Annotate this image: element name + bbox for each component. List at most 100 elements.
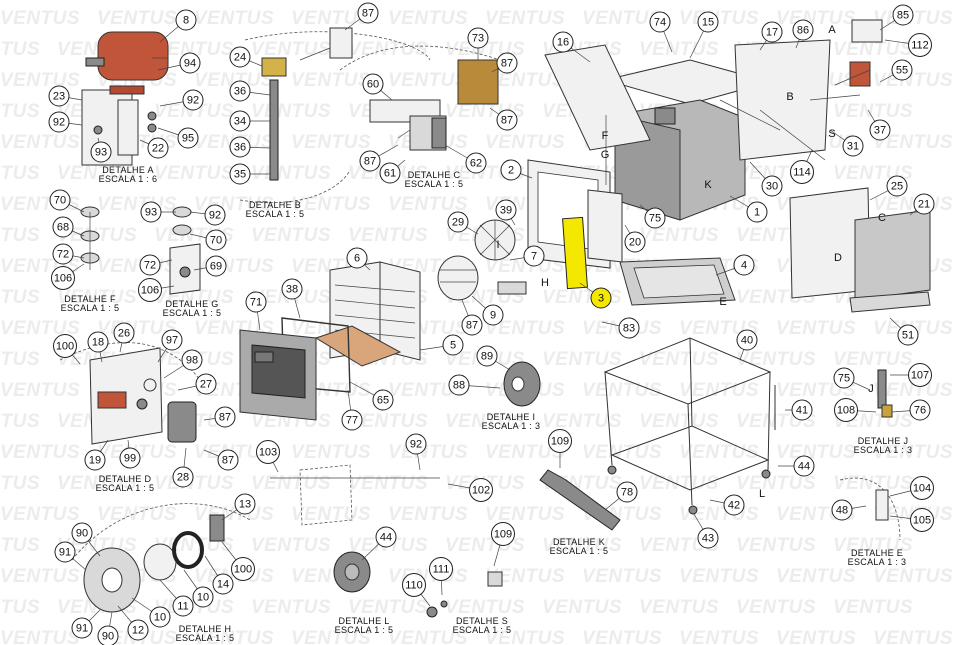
part-number-label: 55 [896, 65, 908, 77]
watermark-text: VENTUS [194, 628, 274, 645]
oven-body-art [527, 19, 931, 313]
part-callout-114: 114 [790, 160, 814, 184]
detail-title-a: DETALHE A [102, 165, 154, 175]
part-number-label: 87 [501, 115, 513, 127]
watermark-text: VENTUS [97, 8, 177, 29]
part-callout-17: 17 [761, 21, 783, 43]
part-callout-23: 23 [48, 85, 70, 107]
detail-f-g-bolts-art [80, 206, 201, 295]
part-number-label: 9 [490, 310, 496, 322]
watermark-text: VENTUS [485, 566, 565, 587]
part-number-label: 20 [629, 237, 641, 249]
part-callout-86: 86 [792, 19, 814, 41]
door-art [239, 329, 317, 421]
part-number-label: 91 [59, 547, 71, 559]
watermark-text: VENTUS [388, 628, 468, 645]
part-callout-62: 62 [465, 152, 487, 174]
watermark-text: VENTUS [542, 535, 622, 556]
letter-marker-e: E [719, 296, 726, 308]
part-callout-40: 40 [736, 329, 758, 351]
part-number-label: 24 [234, 52, 246, 64]
detail-scale-s: ESCALA 1 : 5 [453, 625, 512, 635]
watermark-text: VENTUS [679, 566, 759, 587]
part-number-label: 92 [53, 117, 65, 129]
detail-b-rod-art [239, 27, 431, 204]
watermark-text: VENTUS [445, 597, 525, 618]
watermark-text: VENTUS [833, 39, 913, 60]
part-callout-83: 83 [618, 317, 640, 339]
detail-scale-j: ESCALA 1 : 3 [854, 445, 913, 455]
part-number-label: 112 [911, 40, 929, 52]
watermark-text: VENTUS [776, 318, 856, 339]
watermark-text: VENTUS [348, 411, 428, 432]
watermark-text: VENTUS [873, 628, 953, 645]
watermark-text: VENTUS [542, 597, 622, 618]
part-callout-31: 31 [842, 135, 864, 157]
part-number-label: 15 [702, 17, 714, 29]
part-callout-1: 1 [746, 201, 768, 223]
part-number-label: 10 [197, 592, 209, 604]
part-number-label: 92 [209, 210, 221, 222]
watermark-text: VENTUS [251, 101, 331, 122]
watermark-text: VENTUS [873, 70, 953, 91]
part-number-label: 102 [472, 485, 490, 497]
part-number-label: 72 [144, 260, 156, 272]
part-callout-7: 7 [523, 245, 545, 267]
watermark-text: VENTUS [776, 628, 856, 645]
watermark-text: VENTUS [679, 628, 759, 645]
part-number-label: 87 [362, 8, 374, 20]
detail-title-s: DETALHE S [456, 616, 508, 626]
watermark-text: VENTUS [97, 504, 177, 525]
detail-scale-f: ESCALA 1 : 5 [61, 303, 120, 313]
part-callout-102: 102 [469, 478, 493, 502]
part-number-label: 114 [793, 167, 811, 179]
watermark-text: VENTUS [736, 349, 816, 370]
watermark-text: VENTUS [485, 8, 565, 29]
part-number-label: 108 [837, 405, 855, 417]
part-callout-76: 76 [909, 399, 931, 421]
watermark-text: VENTUS [639, 597, 719, 618]
part-number-label: 74 [654, 17, 666, 29]
letter-marker-j: J [868, 383, 874, 395]
part-number-label: 93 [95, 147, 107, 159]
watermark-text: VENTUS [291, 132, 371, 153]
part-number-label: 41 [796, 405, 808, 417]
part-callout-43: 43 [697, 527, 719, 549]
part-callout-19: 19 [84, 449, 106, 471]
part-number-label: 104 [913, 483, 931, 495]
letter-marker-g: G [601, 149, 610, 161]
watermark-text: VENTUS [639, 39, 719, 60]
part-callout-37: 37 [869, 119, 891, 141]
watermark-text: VENTUS [873, 132, 953, 153]
part-callout-6: 6 [346, 247, 368, 269]
detail-scale-e: ESCALA 1 : 3 [848, 557, 907, 567]
part-callout-98: 98 [181, 349, 203, 371]
part-number-label: 29 [452, 217, 464, 229]
part-callout-75: 75 [833, 367, 855, 389]
stand-frame-art [603, 337, 776, 515]
watermark-text: VENTUS [57, 287, 137, 308]
part-callout-92: 92 [48, 111, 70, 133]
watermark-text: VENTUS [0, 473, 40, 494]
part-number-label: 34 [234, 116, 246, 128]
part-callout-14: 14 [212, 573, 234, 595]
part-callout-106: 106 [51, 266, 75, 290]
part-number-label: 92 [410, 439, 422, 451]
letter-marker-i: I [496, 239, 499, 251]
part-number-label: 107 [911, 370, 929, 382]
watermark-text: VENTUS [0, 287, 40, 308]
part-number-label: 72 [57, 249, 69, 261]
watermark-text: VENTUS [833, 473, 913, 494]
part-callout-4: 4 [733, 254, 755, 276]
part-callout-20: 20 [624, 231, 646, 253]
detail-scale-h: ESCALA 1 : 5 [176, 633, 235, 643]
part-callout-109: 109 [491, 522, 515, 546]
part-callout-51: 51 [897, 324, 919, 346]
part-number-label: 11 [177, 601, 188, 613]
part-number-label: 10 [154, 612, 166, 624]
watermark-text: VENTUS [776, 442, 856, 463]
part-callout-15: 15 [697, 11, 719, 33]
watermark-text: VENTUS [388, 194, 468, 215]
watermark-text: VENTUS [251, 535, 331, 556]
